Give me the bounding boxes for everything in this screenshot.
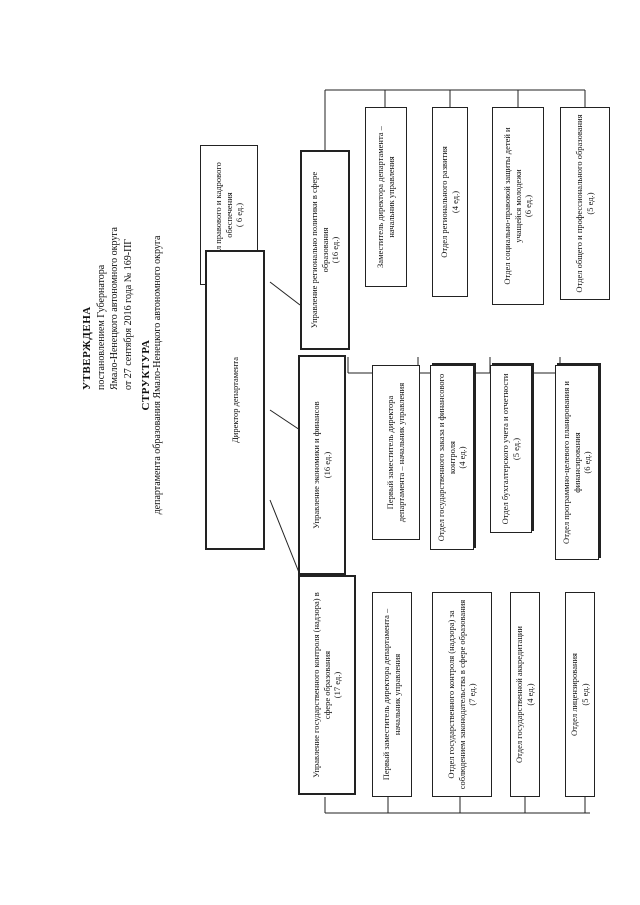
approval-line-1: постановлением Губернатора — [95, 264, 107, 390]
col1-unit-4-name: Отдел общего и профессионального образов… — [574, 114, 585, 293]
col1-unit-3-box: Отдел социально-правовой защиты детей и … — [492, 107, 544, 305]
col2-unit-1-name: Первый заместитель директора департамент… — [385, 382, 406, 523]
col2-unit-2-box: Отдел государственного заказа и финансов… — [430, 365, 474, 550]
col2-unit-3-staff: (5 ед.) — [511, 437, 521, 461]
document-title: СТРУКТУРА департамента образования Ямало… — [140, 105, 163, 645]
connector — [269, 409, 301, 431]
col1-head-name: Управление регионально политики в сфере … — [309, 171, 330, 329]
col3-unit-2-name: Отдел государственного контроля (надзора… — [446, 599, 467, 790]
col2-unit-3-box: Отдел бухгалтерского учета и отчетности(… — [490, 365, 532, 533]
col2-unit-3-name: Отдел бухгалтерского учета и отчетности — [500, 373, 511, 525]
connector — [269, 499, 301, 576]
col2-unit-2-staff: (4 ед.) — [457, 446, 468, 469]
col1-unit-3-name: Отдел социально-правовой защиты детей и … — [502, 127, 523, 285]
col1-unit-2-box: Отдел регионального развития(4 ед.) — [432, 107, 468, 297]
col1-unit-4-staff: (5 ед.) — [585, 192, 595, 215]
col2-unit-4-staff: (6 ед.) — [582, 451, 593, 474]
col1-unit-1-box: Заместитель директора департамента – нач… — [365, 107, 407, 287]
approval-header: УТВЕРЖДЕНА — [81, 306, 93, 390]
director-box: Директор департамента — [205, 250, 265, 550]
title-main: СТРУКТУРА — [140, 339, 152, 411]
approval-stamp: УТВЕРЖДЕНА постановлением Губернатора Ям… — [80, 60, 135, 390]
col3-head-box: Управление государственного контроля (на… — [298, 575, 356, 795]
col3-unit-1-name: Первый заместитель директора департамент… — [381, 608, 402, 781]
col2-head-name: Управление экономики и финансов — [311, 401, 322, 529]
col2-unit-4-name: Отдел программно-целевого планирования и… — [561, 381, 582, 544]
col3-unit-4-box: Отдел лицензирования(5 ед.) — [565, 592, 595, 797]
col2-unit-2-name: Отдел государственного заказа и финансов… — [436, 373, 457, 542]
approval-line-3: от 27 сентября 2016 года № 169-ПГ — [122, 238, 134, 390]
col1-unit-4-box: Отдел общего и профессионального образов… — [560, 107, 610, 300]
connector — [269, 281, 301, 306]
col3-unit-2-staff: (7 ед.) — [467, 683, 478, 706]
col1-unit-2-staff: (4 ед.) — [450, 190, 460, 214]
col3-head-staff: (17 ед.) — [332, 671, 343, 699]
col2-unit-4-box: Отдел программно-целевого планирования и… — [555, 365, 599, 560]
col3-head-name: Управление государственного контроля (на… — [311, 592, 332, 778]
col1-head-box: Управление регионально политики в сфере … — [300, 150, 350, 350]
col1-head-staff: (16 ед.) — [330, 236, 341, 264]
col1-unit-1-name: Заместитель директора департамента – нач… — [375, 126, 396, 268]
col2-unit-1-box: Первый заместитель директора департамент… — [372, 365, 420, 540]
col3-unit-4-staff: (5 ед.) — [580, 683, 590, 706]
col1-unit-3-staff: (6 ед.) — [523, 194, 534, 218]
col2-head-box: Управление экономики и финансов (16 ед.) — [298, 355, 346, 575]
col3-unit-2-box: Отдел государственного контроля (надзора… — [432, 592, 492, 797]
director-label: Директор департамента — [229, 356, 240, 444]
approval-line-2: Ямало-Ненецкого автономного округа — [109, 227, 121, 390]
col3-unit-3-box: Отдел государственной аккредитации(4 ед.… — [510, 592, 540, 797]
title-sub: департамента образования Ямало-Ненецкого… — [152, 235, 163, 515]
col3-unit-4-name: Отдел лицензирования — [569, 653, 580, 736]
col3-unit-3-name: Отдел государственной аккредитации — [514, 626, 525, 763]
col1-unit-2-name: Отдел регионального развития — [439, 146, 450, 258]
col2-head-staff: (16 ед.) — [322, 451, 332, 479]
col3-unit-3-staff: (4 ед.) — [525, 683, 535, 706]
col3-unit-1-box: Первый заместитель директора департамент… — [372, 592, 412, 797]
